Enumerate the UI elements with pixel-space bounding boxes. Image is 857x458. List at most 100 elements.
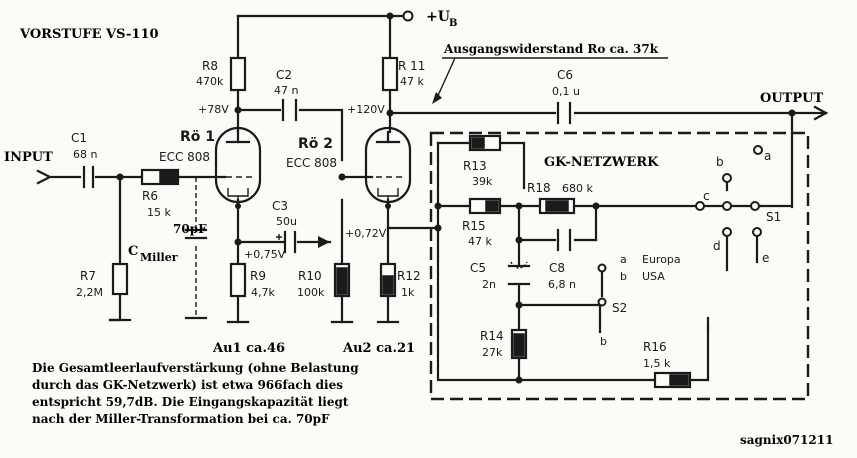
c3-name: C3 bbox=[272, 199, 288, 213]
cmiller-capacitor bbox=[184, 177, 208, 320]
resistor-r9 bbox=[229, 262, 247, 298]
s2-contact-a: a bbox=[620, 253, 627, 266]
r14-value: 27k bbox=[482, 346, 503, 359]
c8-name: C8 bbox=[549, 261, 565, 275]
cmiller-sub: Miller bbox=[140, 251, 178, 264]
r10-name: R10 bbox=[298, 269, 322, 283]
output-resistance-note: Ausgangswiderstand Ro ca. 37k bbox=[443, 42, 659, 56]
capacitor-c5 bbox=[507, 261, 531, 286]
capacitor-c8 bbox=[556, 228, 572, 252]
resistor-r13-fill bbox=[471, 137, 485, 149]
stage2-wiring bbox=[386, 88, 829, 324]
r18-value: 680 k bbox=[562, 182, 593, 195]
description-line: nach der Miller-Transformation bei ca. 7… bbox=[32, 412, 330, 426]
tube1-type: ECC 808 bbox=[159, 150, 210, 164]
supply-terminal bbox=[402, 10, 414, 22]
c5-name: C5 bbox=[470, 261, 486, 275]
s2-legend-europa: Europa bbox=[642, 253, 681, 266]
c6-value: 0,1 u bbox=[552, 85, 580, 98]
s2-legend-usa: USA bbox=[642, 270, 665, 283]
ro-pointer-line bbox=[435, 57, 456, 101]
c1-name: C1 bbox=[71, 131, 87, 145]
r7-name: R7 bbox=[80, 269, 96, 283]
c3-value: 50u bbox=[276, 215, 297, 228]
resistor-r12-fill bbox=[382, 275, 394, 295]
gk-network-box bbox=[429, 131, 810, 401]
resistor-r11 bbox=[381, 56, 399, 92]
cmiller-value: 70pF bbox=[173, 222, 207, 236]
s1-contact-d: d bbox=[713, 239, 721, 253]
tube2-type: ECC 808 bbox=[286, 156, 337, 170]
s1-contact-b: b bbox=[716, 155, 724, 169]
supply-wiring bbox=[236, 10, 414, 60]
s1-contact-e: e bbox=[762, 251, 769, 265]
r7-value: 2,2M bbox=[76, 286, 103, 299]
r9-name: R9 bbox=[250, 269, 266, 283]
capacitor-c3 bbox=[276, 230, 297, 254]
c2-value: 47 n bbox=[274, 84, 298, 97]
ground-stubs bbox=[108, 318, 400, 324]
r10-value: 100k bbox=[297, 286, 325, 299]
switch-s2 bbox=[597, 263, 607, 334]
r16-name: R16 bbox=[643, 340, 667, 354]
gain-stage1: Au1 ca.46 bbox=[212, 341, 285, 356]
description-line: durch das GK-Netzwerk) ist etwa 966fach … bbox=[32, 378, 343, 392]
page-title: VORSTUFE VS-110 bbox=[19, 27, 159, 42]
s2-contact-b: b bbox=[620, 270, 627, 283]
supply-label: +U bbox=[426, 9, 450, 25]
tube-ro2 bbox=[364, 126, 412, 209]
r18-name: R18 bbox=[527, 181, 551, 195]
s2-lower-contact-b: b bbox=[600, 335, 607, 348]
resistor-r7 bbox=[111, 262, 129, 296]
resistor-r16-fill bbox=[669, 374, 689, 386]
output-label: OUTPUT bbox=[760, 91, 823, 106]
tube-ro1 bbox=[214, 126, 262, 209]
r11-value: 47 k bbox=[400, 75, 424, 88]
capacitor-c6 bbox=[556, 101, 572, 125]
c2-name: C2 bbox=[276, 68, 292, 82]
r6-name: R6 bbox=[142, 189, 158, 203]
gk-network-wiring bbox=[386, 141, 710, 384]
r15-name: R15 bbox=[462, 219, 486, 233]
r13-value: 39k bbox=[472, 175, 493, 188]
input-label: INPUT bbox=[4, 150, 53, 165]
stage1-wiring bbox=[50, 88, 374, 324]
r16-value: 1,5 k bbox=[643, 357, 671, 370]
s1-contact-a: a bbox=[764, 149, 771, 163]
c1-value: 68 n bbox=[73, 148, 97, 161]
cmiller-c: C bbox=[128, 244, 138, 259]
description-block: Die Gesamtleerlaufverstärkung (ohne Bela… bbox=[32, 361, 359, 426]
s1-contact-c: c bbox=[703, 189, 710, 203]
tube2-name: Rö 2 bbox=[298, 136, 333, 152]
resistor-r6-fill bbox=[159, 170, 178, 184]
description-line: Die Gesamtleerlaufverstärkung (ohne Bela… bbox=[32, 361, 359, 375]
r8-value: 470k bbox=[196, 75, 224, 88]
description-line: entspricht 59,7dB. Die Eingangskapazität… bbox=[32, 395, 349, 409]
c6-name: C6 bbox=[557, 68, 573, 82]
resistor-r10-fill bbox=[336, 267, 348, 295]
supply-sub: B bbox=[449, 18, 457, 29]
r15-value: 47 k bbox=[468, 235, 492, 248]
c8-value: 6,8 n bbox=[548, 278, 576, 291]
network-label: GK-NETZWERK bbox=[544, 155, 659, 170]
r13-name: R13 bbox=[463, 159, 487, 173]
r14-name: R14 bbox=[480, 329, 504, 343]
resistor-r14-fill bbox=[513, 333, 525, 357]
resistor-r8 bbox=[229, 56, 247, 92]
voltage-anode2: +120V bbox=[347, 103, 385, 116]
r12-name: R12 bbox=[397, 269, 421, 283]
resistor-r18-fill bbox=[545, 200, 569, 212]
switch-s1 bbox=[695, 145, 794, 330]
ro-pointer-icon bbox=[432, 92, 442, 104]
resistor-r15-fill bbox=[485, 200, 499, 212]
r6-value: 15 k bbox=[147, 206, 171, 219]
s1-name: S1 bbox=[766, 210, 781, 224]
gain-stage2: Au2 ca.21 bbox=[342, 341, 415, 356]
tube1-name: Rö 1 bbox=[180, 129, 215, 145]
input-arrow-icon bbox=[36, 169, 53, 185]
r12-value: 1k bbox=[401, 286, 415, 299]
signature: sagnix071211 bbox=[740, 433, 833, 447]
c5-value: 2n bbox=[482, 278, 496, 291]
s2-name: S2 bbox=[612, 301, 627, 315]
